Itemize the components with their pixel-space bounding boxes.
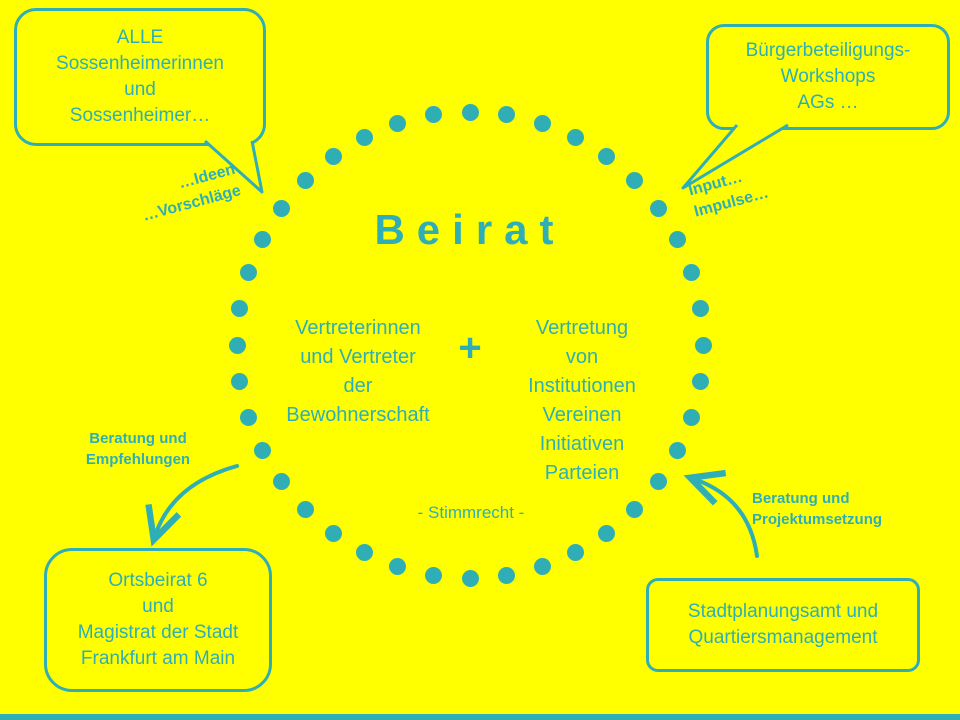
circle-dot (324, 525, 342, 542)
circle-dot (598, 147, 616, 165)
beirat-title: Beirat (374, 206, 566, 253)
circle-dot (355, 544, 373, 562)
circle-dot (694, 336, 712, 354)
annotation-beratung-projektumsetzung: Beratung und Projektumsetzung (752, 488, 912, 530)
annotation-line: Beratung und (752, 490, 850, 507)
circle-dot (691, 300, 709, 318)
text-line: Initiativen (539, 433, 625, 455)
circle-dot (355, 128, 373, 146)
circle-dot (389, 114, 407, 132)
box-line: und (142, 595, 174, 617)
circle-dot (650, 199, 667, 217)
bottom-border-strip (0, 714, 960, 720)
box-line: Quartiersmanagement (688, 627, 878, 648)
circle-dot (239, 408, 257, 426)
circle-dot (296, 171, 314, 189)
annotation-input-impulse: Input… Impulse… (686, 153, 804, 225)
circle-dot (691, 372, 709, 390)
text-line: der (343, 375, 373, 397)
text-line: Institutionen (528, 375, 636, 397)
bubble-line: Bürgerbeteiligungs- (745, 39, 911, 61)
text-line: und Vertreter (300, 346, 416, 368)
circle-dot (626, 501, 644, 519)
text-line: von (565, 346, 599, 368)
circle-dot (669, 442, 687, 460)
circle-dot (239, 264, 257, 282)
voting-right-note: - Stimmrecht - (417, 503, 525, 522)
circle-dot (425, 566, 443, 584)
box-line: Magistrat der Stadt (77, 622, 239, 643)
residents-representatives-column: Vertreterinnen und Vertreter der Bewohne… (258, 314, 458, 430)
box-line: Stadtplanungsamt und (687, 600, 879, 622)
annotation-ideen-vorschlaege: …Ideen …Vorschläge (114, 159, 243, 234)
circle-dot (231, 372, 249, 390)
bubble-line: Sossenheimerinnen (56, 52, 224, 74)
circle-dot (272, 473, 290, 491)
text-line: Parteien (544, 462, 620, 484)
circle-dot (461, 569, 479, 587)
curved-arrow-from-stadtplanungsamt (683, 469, 759, 558)
curved-arrow-to-ortsbeirat (145, 464, 239, 547)
bubble-line: Workshops (780, 65, 876, 87)
bubble-line: und (124, 79, 156, 100)
speech-bubble-workshops: Bürgerbeteiligungs- Workshops AGs … (706, 24, 950, 130)
text-line: Bewohnerschaft (286, 404, 430, 426)
circle-dot (253, 230, 271, 248)
text-line: Vertretung (535, 317, 629, 339)
text-line: Vertreterinnen (295, 317, 421, 339)
box-ortsbeirat-magistrat: Ortsbeirat 6 und Magistrat der Stadt Fra… (44, 548, 272, 692)
circle-dot (425, 106, 443, 124)
circle-dot (650, 473, 667, 491)
circle-dot (253, 442, 271, 460)
circle-dot (461, 103, 479, 121)
circle-dot (389, 558, 407, 576)
circle-dot (497, 106, 515, 124)
circle-dot (231, 300, 249, 318)
circle-dot (533, 114, 551, 132)
bubble-line: Sossenheimer… (69, 105, 211, 127)
bubble-line: AGs … (797, 92, 859, 114)
circle-dot (228, 336, 246, 354)
circle-dot (497, 566, 515, 584)
institutions-representation-column: Vertretung von Institutionen Vereinen In… (492, 314, 672, 488)
circle-dot (669, 230, 687, 248)
circle-dot (533, 558, 551, 576)
circle-dot (683, 408, 701, 426)
plus-sign: + (458, 326, 482, 370)
circle-dot (567, 544, 585, 562)
annotation-line: Empfehlungen (85, 451, 191, 468)
circle-dot (272, 199, 290, 217)
annotation-line: Projektumsetzung (752, 511, 883, 528)
circle-dot (296, 501, 314, 519)
speech-bubble-all-sossenheimer: ALLE Sossenheimerinnen und Sossenheimer… (14, 8, 266, 146)
annotation-beratung-empfehlungen: Beratung und Empfehlungen (76, 428, 200, 470)
circle-dot (567, 128, 585, 146)
box-stadtplanungsamt: Stadtplanungsamt und Quartiersmanagement (646, 578, 920, 672)
annotation-line: Beratung und (89, 430, 187, 447)
circle-dot (598, 525, 616, 542)
circle-dot (683, 264, 701, 282)
bubble-line: ALLE (116, 26, 164, 48)
text-line: Vereinen (542, 404, 622, 426)
circle-dot (324, 147, 342, 165)
circle-dot (626, 171, 644, 189)
box-line: Ortsbeirat 6 (108, 569, 208, 591)
box-line: Frankfurt am Main (80, 648, 236, 670)
